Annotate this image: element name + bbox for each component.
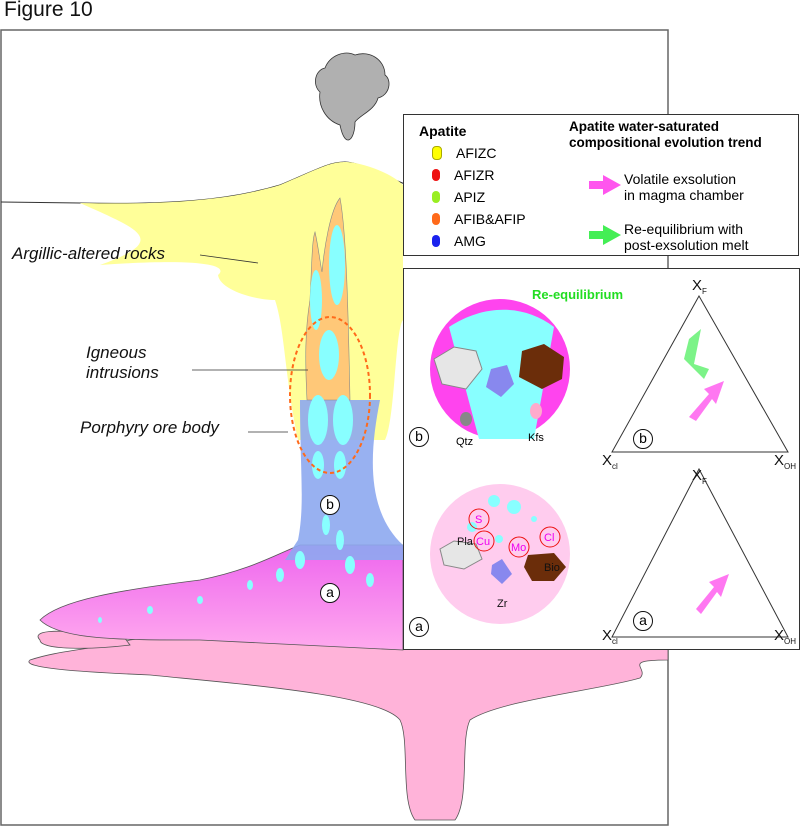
argillic-leader	[199, 254, 259, 264]
element-cl: Cl	[544, 532, 554, 544]
ternary-b	[611, 294, 789, 453]
ternary-b-apex-oh: XOH	[774, 452, 797, 471]
magma-root	[28, 599, 669, 821]
argillic-altered-rocks	[80, 162, 403, 440]
element-s: S	[475, 514, 482, 526]
ternary-a-exsolution-arrow	[696, 574, 729, 614]
figure-title: Figure 10	[4, 0, 93, 21]
legend-item-amg: AMG	[432, 233, 486, 249]
panel-a-plagioclase	[439, 540, 483, 570]
pla-label: Pla	[457, 536, 474, 548]
ternary-b-marker: b	[633, 429, 653, 449]
panel-b-marker: b	[409, 427, 429, 447]
volcanic-plume	[315, 52, 390, 141]
zr-label: Zr	[497, 598, 508, 610]
bio-label: Bio	[544, 562, 560, 574]
element-mo: Mo	[511, 542, 526, 554]
argillic-label: Argillic-altered rocks	[12, 244, 166, 263]
stage-a-marker: a	[320, 583, 340, 603]
apatite-legend-title: Apatite	[419, 123, 467, 139]
volatile-exsolution-arrow-icon	[589, 175, 621, 195]
ternary-a-apex-cl: Xcl	[602, 627, 618, 646]
legend: Apatite AFIZC AFIZR APIZ AFIB&AFIP AMG A…	[403, 114, 799, 256]
legend-item-afizc: AFIZC	[432, 145, 496, 161]
panel-a-biotite	[524, 553, 566, 581]
qtz-label: Qtz	[456, 436, 473, 448]
legend-item-apiz: APIZ	[432, 189, 485, 205]
re-equilibrium-arrow-icon	[589, 225, 621, 245]
porphyry-label: Porphyry ore body	[80, 418, 219, 437]
igneous-label-line1: Igneous	[86, 343, 147, 362]
ternary-a	[611, 467, 789, 638]
panel-a-zircon	[491, 559, 512, 584]
stage-b-marker: b	[320, 495, 340, 515]
ternary-a-apex-oh: XOH	[774, 627, 797, 646]
ternary-b-exsolution-arrow	[689, 381, 724, 421]
inset-graphics: Qtz Kfs S Cu Mo Cl Pla Bio Zr	[430, 294, 789, 638]
panel-b-kfs	[530, 403, 542, 419]
panel-b-zircon	[486, 365, 514, 397]
legend-item-afib-afip: AFIB&AFIP	[432, 211, 526, 227]
ternary-b-reequilibrium-arrow	[684, 329, 709, 379]
panel-b-plagioclase	[433, 346, 483, 390]
kfs-label: Kfs	[528, 432, 544, 444]
legend-item-afizr: AFIZR	[432, 167, 494, 183]
element-cu: Cu	[476, 536, 490, 548]
inset-panel: Qtz Kfs S Cu Mo Cl Pla Bio Zr Re-equilib…	[403, 268, 800, 650]
igneous-label-line2: intrusions	[86, 363, 159, 382]
fluid-bubbles	[98, 225, 374, 623]
magma-chamber	[39, 544, 404, 651]
ternary-b-apex-f: XF	[692, 277, 707, 296]
ternary-b-apex-cl: Xcl	[602, 452, 618, 471]
ternary-a-apex-f: XF	[692, 467, 707, 486]
panel-b-qtz	[460, 412, 472, 426]
ore-body-outline	[289, 316, 371, 474]
panel-a-marker: a	[409, 617, 429, 637]
ternary-a-marker: a	[633, 611, 653, 631]
re-equilibrium-label: Re-equilibrium	[532, 287, 624, 302]
panel-b-biotite	[519, 344, 564, 389]
